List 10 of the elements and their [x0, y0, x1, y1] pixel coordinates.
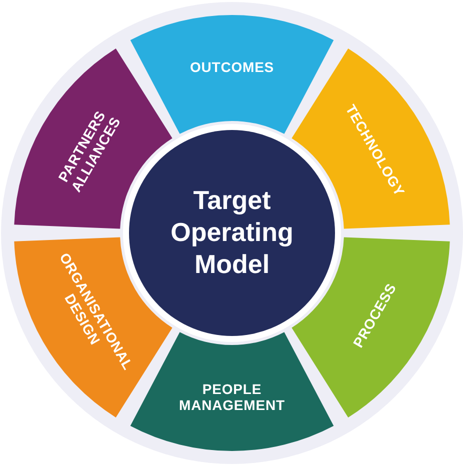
center-circle — [129, 130, 335, 336]
segment — [14, 237, 172, 418]
segment — [292, 237, 450, 418]
segment — [292, 48, 450, 229]
segment — [130, 332, 334, 451]
segment-label: OUTCOMES — [190, 60, 274, 76]
segment — [130, 15, 334, 134]
segment — [14, 48, 172, 229]
segment-label: PEOPLE MANAGEMENT — [178, 382, 286, 414]
center-title: Target Operating Model — [170, 185, 294, 281]
